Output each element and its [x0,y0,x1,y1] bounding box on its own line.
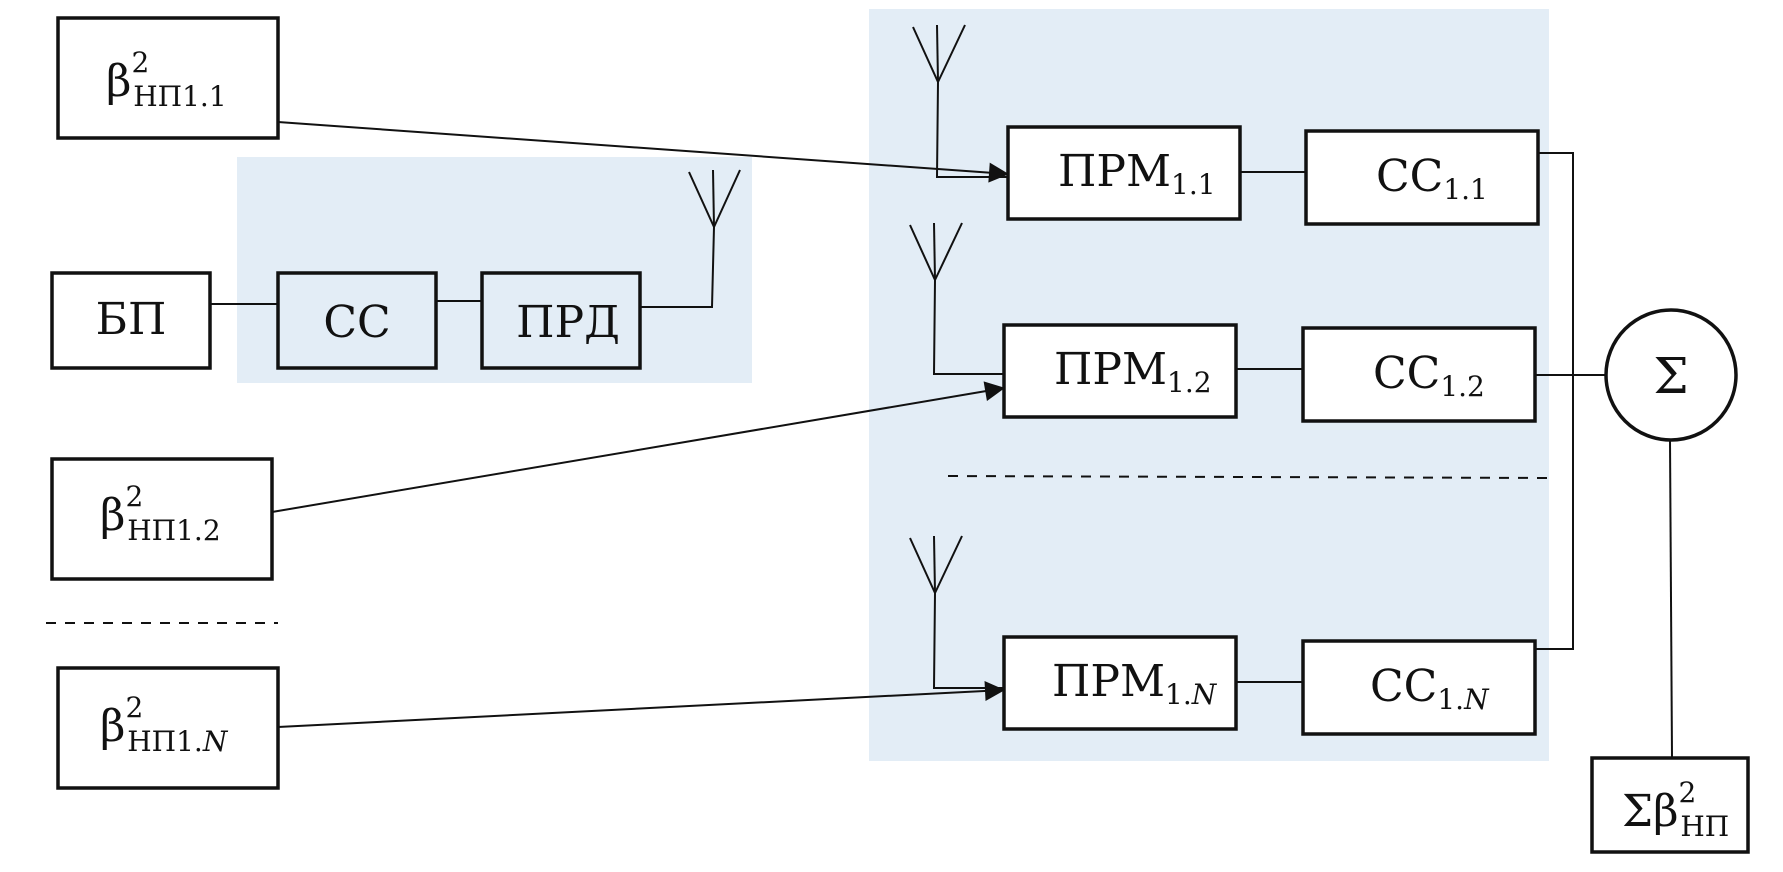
wire-antennan-prmn [932,592,1004,689]
antenna-icon [688,169,741,228]
antenna-icon [912,24,966,83]
transmitter-label: ПРД [516,297,620,348]
arrow-noise1-prm1 [277,121,1009,183]
power-supply-block: БП [50,271,212,370]
receiver-n-block: ПРМ1.N [1002,635,1238,731]
arrow-noisen-prmn [277,680,1005,728]
wire-antenna1-prm1 [935,81,1008,178]
transmitter-block: ПРД [480,271,642,370]
signal-system-2-label: СС1.2 [1373,348,1485,403]
wire-prd-antenna [640,226,715,308]
summing-bus [1535,152,1574,650]
signal-system-label: СС [323,297,390,348]
receiver-1-label: ПРМ1.1 [1058,146,1216,201]
signal-system-n-block: СС1.N [1301,639,1537,736]
power-supply-label: БП [96,294,167,345]
wire-antenna2-prm2 [932,279,1004,375]
antenna-icon [909,222,963,281]
arrow-noise2-prm2 [271,381,1005,513]
signal-system-1-label: СС1.1 [1376,151,1488,206]
receiver-1-block: ПРМ1.1 [1006,125,1242,221]
summator: Σ [1604,308,1738,442]
signal-system-block: СС [276,271,438,370]
receiver-2-label: ПРМ1.2 [1054,344,1212,399]
signal-system-2-block: СС1.2 [1301,326,1537,423]
signal-system-1-block: СС1.1 [1304,129,1540,226]
signal-system-n-label: СС1.N [1370,661,1490,716]
transmitter-panel [237,157,752,383]
antenna-icon [909,535,963,594]
receiver-2-block: ПРМ1.2 [1002,323,1238,419]
receiver-n-label: ПРМ1.N [1052,656,1218,711]
wire-summator-output [1669,439,1673,759]
receiver-separator [947,475,1557,479]
summator-symbol: Σ [1653,347,1688,405]
